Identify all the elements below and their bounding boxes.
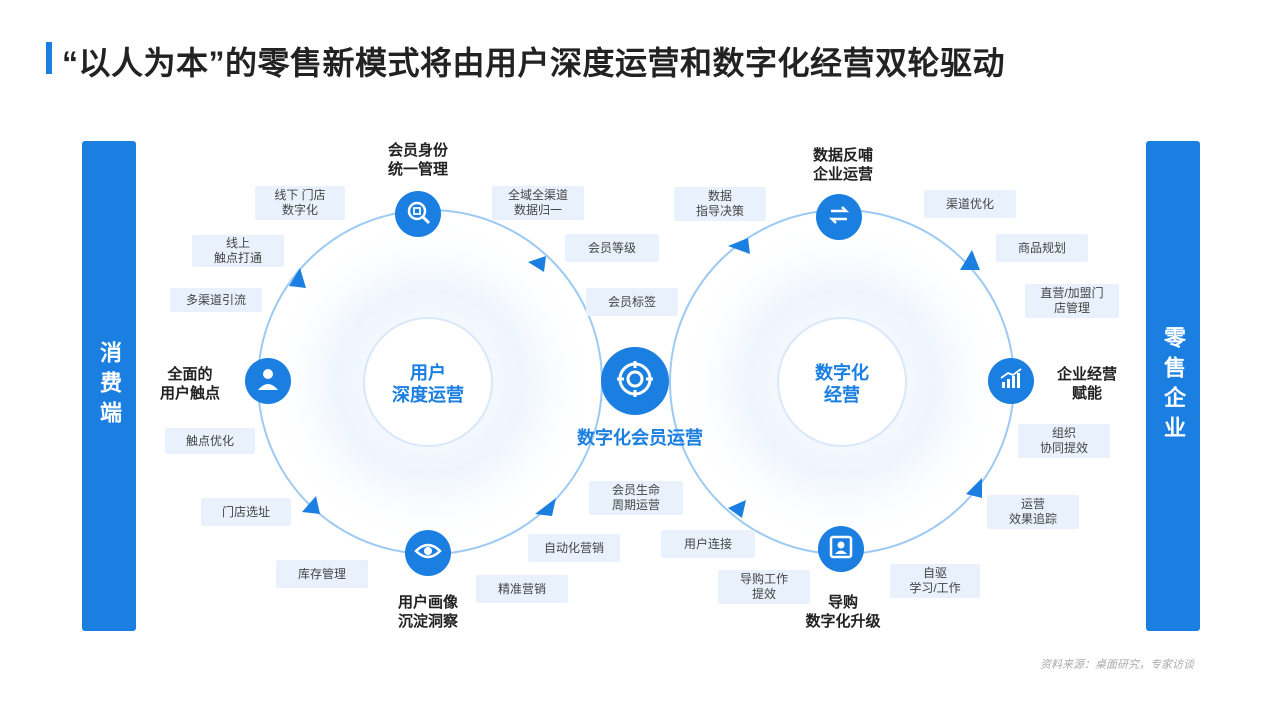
user-profile-node [405, 530, 451, 576]
left-side-label: 消费端 [97, 341, 122, 431]
id-card-icon [828, 534, 854, 565]
tag-precision-marketing: 精准营销 [476, 575, 568, 603]
tag-member-tag: 会员标签 [586, 288, 678, 316]
enterprise-empower-label: 企业经营 赋能 [1056, 366, 1117, 402]
tag-online-touch: 线上 触点打通 [192, 235, 284, 267]
tag-store-manage: 直营/加盟门 店管理 [1025, 284, 1119, 318]
tag-omni-data: 全域全渠道 数据归一 [492, 186, 584, 220]
user-profile-label: 用户画像 沉淀洞察 [397, 594, 458, 630]
tag-user-connect: 用户连接 [661, 530, 755, 558]
member-identity-node [395, 191, 441, 237]
loop-arrows [289, 238, 982, 518]
left-side-bar: 消费端 [82, 141, 136, 631]
title-accent-bar [46, 42, 52, 74]
arrow-8 [966, 478, 982, 498]
tag-ops-tracking: 运营 效果追踪 [987, 495, 1079, 529]
tag-org-collab: 组织 协同提效 [1018, 424, 1110, 458]
tag-data-decision: 数据 指导决策 [674, 187, 766, 221]
guide-upgrade-node [818, 526, 864, 572]
source-note: 资料来源：桌面研究，专家访谈 [1040, 659, 1194, 671]
tag-guide-efficiency: 导购工作 提效 [718, 570, 810, 604]
member-identity-label: 会员身份 统一管理 [387, 142, 448, 178]
guide-upgrade-label: 导购 数字化升级 [805, 594, 881, 630]
arrow-2 [302, 496, 320, 514]
arrow-7 [728, 500, 746, 518]
tag-channel-optimize: 渠道优化 [924, 190, 1016, 218]
tag-product-plan: 商品规划 [996, 234, 1088, 262]
right-side-label: 零售企业 [1161, 326, 1186, 446]
left-circle-label: 用户 深度运营 [392, 363, 464, 405]
arrow-5 [728, 238, 750, 254]
search-icon [405, 199, 431, 230]
touchpoint-label: 全面的 用户触点 [159, 366, 220, 402]
arrow-4 [535, 498, 556, 516]
touchpoint-node [245, 358, 291, 404]
right-side-bar: 零售企业 [1146, 141, 1200, 631]
enterprise-empower-node [988, 358, 1034, 404]
tag-self-drive: 自驱 学习/工作 [890, 564, 980, 598]
tag-touch-optimize: 触点优化 [165, 428, 255, 454]
right-inner-circle [777, 317, 907, 447]
arrow-6 [960, 250, 980, 270]
right-circle-label: 数字化 经营 [815, 363, 869, 405]
tag-offline-store: 线下 门店 数字化 [255, 186, 345, 220]
exchange-icon [826, 202, 852, 233]
person-icon [255, 366, 281, 397]
left-inner-circle [363, 317, 493, 447]
arrow-3 [528, 256, 546, 272]
eye-icon [414, 541, 442, 566]
tag-multichannel: 多渠道引流 [170, 288, 262, 312]
data-feedback-node [816, 194, 862, 240]
center-label: 数字化会员运营 [577, 428, 703, 448]
tag-store-site: 门店选址 [201, 498, 291, 526]
bar-chart-icon [998, 366, 1024, 397]
center-badge [601, 347, 669, 415]
target-icon [615, 359, 655, 404]
data-feedback-label: 数据反哺 企业运营 [812, 147, 873, 183]
tag-member-lifecycle: 会员生命 周期运营 [589, 481, 683, 515]
tag-inventory: 库存管理 [276, 560, 368, 588]
tag-auto-marketing: 自动化营销 [528, 534, 620, 562]
page-title: “以人为本”的零售新模式将由用户深度运营和数字化经营双轮驱动 [62, 45, 1006, 81]
tag-member-level: 会员等级 [565, 234, 659, 262]
arrow-1 [289, 268, 306, 288]
